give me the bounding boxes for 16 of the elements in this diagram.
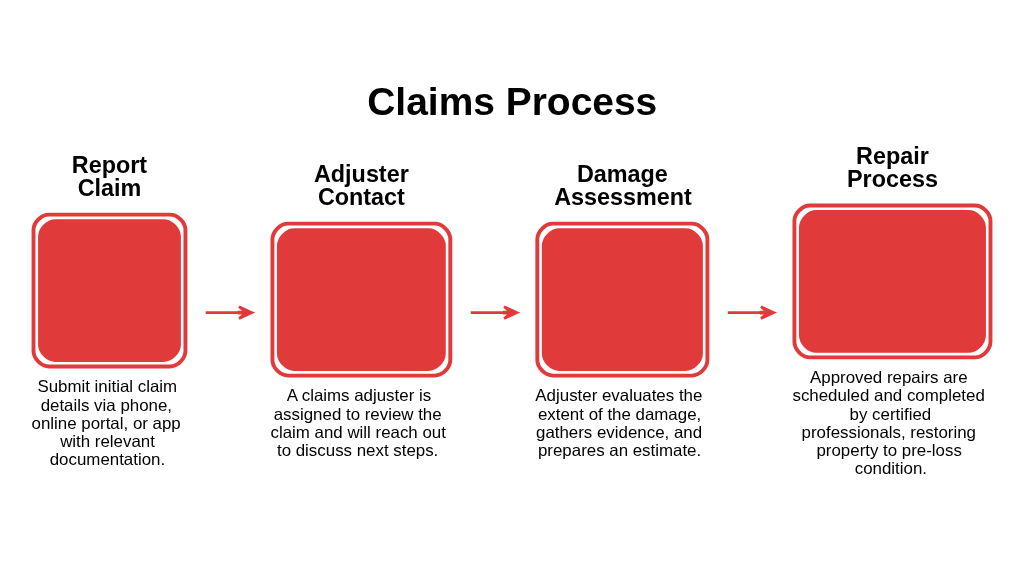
node-label: Repair Process [847, 142, 938, 193]
arrow [205, 305, 254, 320]
node-label: Adjuster evaluates the extent of the damage, gathers evidence, and prepares an estimate. [535, 386, 703, 460]
diagram-title: Claims Process [367, 80, 658, 124]
node-box [792, 203, 993, 360]
node-box [31, 212, 188, 369]
node-label: Report Claim [71, 151, 148, 202]
node-label: Submit initial claim details via phone, online portal, or app with relevant documentation. [31, 377, 181, 470]
node-label: Damage Assessment [554, 160, 692, 211]
arrow [470, 305, 519, 320]
arrow [727, 305, 776, 320]
node-label: A claims adjuster is assigned to review the claim and will reach out to discuss next steps. [270, 386, 446, 460]
node-label: Adjuster Contact [313, 160, 409, 211]
node-box [270, 221, 453, 378]
node-box [535, 221, 710, 378]
node-label: Approved repairs are scheduled and completed by certified professionals, restoring property to pre-loss condition. [792, 368, 985, 479]
